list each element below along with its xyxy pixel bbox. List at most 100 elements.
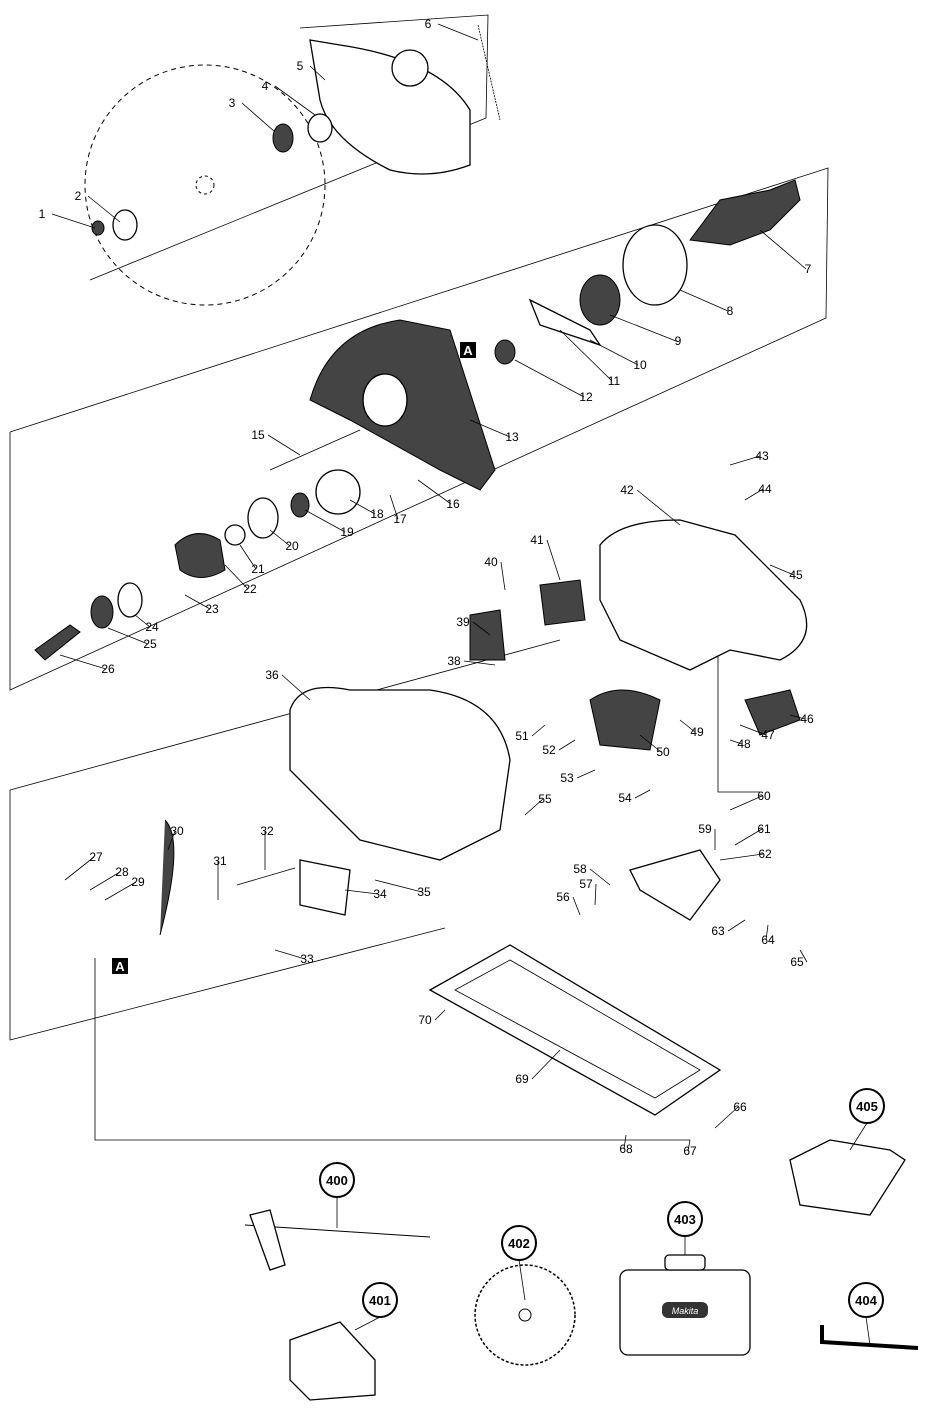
panel-border-blade [89, 14, 489, 281]
part-label-1: 1 [39, 207, 46, 221]
base-cutout [454, 959, 701, 1099]
leader-line-61 [734, 828, 763, 846]
ball-bearing [494, 339, 516, 365]
part-label-2: 2 [75, 189, 82, 203]
lever [159, 819, 175, 936]
leader-line-12 [514, 359, 585, 398]
part-label-64: 64 [761, 933, 775, 947]
part-label-59: 59 [698, 822, 712, 836]
part-label-33: 33 [300, 952, 314, 966]
leader-line-13 [469, 419, 511, 438]
handle-housing [289, 686, 511, 861]
pin [269, 429, 361, 471]
bearing-box [362, 373, 408, 427]
part-label-15: 15 [251, 428, 265, 442]
leader-line-51 [531, 724, 546, 737]
leader-line-67 [687, 1139, 691, 1152]
part-label-26: 26 [101, 662, 115, 676]
leader-line-9 [609, 314, 677, 342]
part-label-27: 27 [89, 850, 103, 864]
accessory-circle-404 [848, 1282, 884, 1318]
leader-line-15 [267, 434, 301, 456]
leader-line-47 [739, 724, 767, 736]
leader-line-58 [589, 868, 611, 886]
leader-line-2 [87, 195, 121, 223]
leader-line-33 [274, 949, 306, 960]
part-label-40: 40 [484, 555, 498, 569]
bearing [272, 123, 294, 153]
leader-line-66 [714, 1106, 739, 1129]
part-label-56: 56 [556, 890, 570, 904]
accessory-label-403: 403 [674, 1212, 696, 1227]
reference-mark-label: A [115, 959, 125, 974]
part-label-55: 55 [538, 792, 552, 806]
part-label-53: 53 [560, 771, 574, 785]
leader-line-25 [107, 627, 149, 645]
leader-line-18 [349, 499, 376, 515]
part-label-63: 63 [711, 924, 725, 938]
safety-guard [309, 39, 471, 175]
accessory-label-402: 402 [508, 1236, 530, 1251]
part-label-29: 29 [131, 875, 145, 889]
part-label-57: 57 [579, 877, 593, 891]
sleeve [224, 524, 246, 546]
accessory-circle-400 [319, 1162, 355, 1198]
part-label-24: 24 [145, 620, 159, 634]
leader-line-17 [389, 494, 399, 520]
hex-bolt [91, 220, 105, 236]
leader-line-60 [729, 795, 763, 811]
battery-terminal [744, 689, 801, 736]
leader-line-16 [417, 479, 452, 505]
leader-line-20 [269, 529, 291, 547]
leader-line-10 [589, 339, 639, 366]
leader-line-50 [639, 734, 662, 753]
leader-line-8 [679, 289, 729, 312]
part-label-19: 19 [340, 525, 354, 539]
leader-line-22 [224, 564, 249, 590]
accessory-label-404: 404 [855, 1293, 877, 1308]
leader-line-65 [799, 949, 808, 963]
saw-blade-hole [518, 1308, 532, 1322]
part-label-5: 5 [297, 59, 304, 73]
leader-line-27 [64, 856, 95, 881]
leader-line-42 [636, 489, 681, 526]
accessory-label-405: 405 [856, 1099, 878, 1114]
accessory-circle-405 [849, 1088, 885, 1124]
pipe [236, 867, 296, 886]
leader-line-36 [281, 674, 311, 701]
reference-mark-label: A [463, 343, 473, 358]
cover-plate [315, 469, 361, 515]
part-label-6: 6 [425, 17, 432, 31]
leader-line-26 [59, 654, 107, 670]
oil-seal [90, 595, 114, 629]
saw-blade-outline [84, 64, 326, 306]
guard-bushing [391, 49, 429, 87]
panel-border-lower [9, 790, 446, 1041]
part-label-52: 52 [542, 743, 556, 757]
leader-line-54 [634, 789, 651, 799]
part-label-43: 43 [755, 449, 769, 463]
part-label-17: 17 [393, 512, 407, 526]
part-label-68: 68 [619, 1142, 633, 1156]
part-label-66: 66 [733, 1100, 747, 1114]
leader-line-4 [274, 85, 316, 116]
leader-line-38 [463, 660, 496, 666]
part-label-18: 18 [370, 507, 384, 521]
bearing-3 [117, 582, 143, 618]
part-label-9: 9 [675, 334, 682, 348]
leader-line-6 [437, 23, 479, 41]
leader-line-24 [134, 614, 151, 628]
part-label-13: 13 [505, 430, 519, 444]
part-label-22: 22 [243, 582, 257, 596]
panel-border-base [9, 639, 561, 791]
part-label-65: 65 [790, 955, 804, 969]
reference-marks: AA [112, 342, 476, 974]
leader-line-70 [434, 1009, 446, 1021]
spindle-shaft [34, 624, 81, 661]
part-label-48: 48 [737, 737, 751, 751]
part-label-21: 21 [251, 562, 265, 576]
case-logo-text: Makita [672, 1306, 699, 1316]
leader-line-63 [727, 919, 746, 932]
part-label-4: 4 [262, 79, 269, 93]
reference-line-A [94, 958, 690, 1141]
